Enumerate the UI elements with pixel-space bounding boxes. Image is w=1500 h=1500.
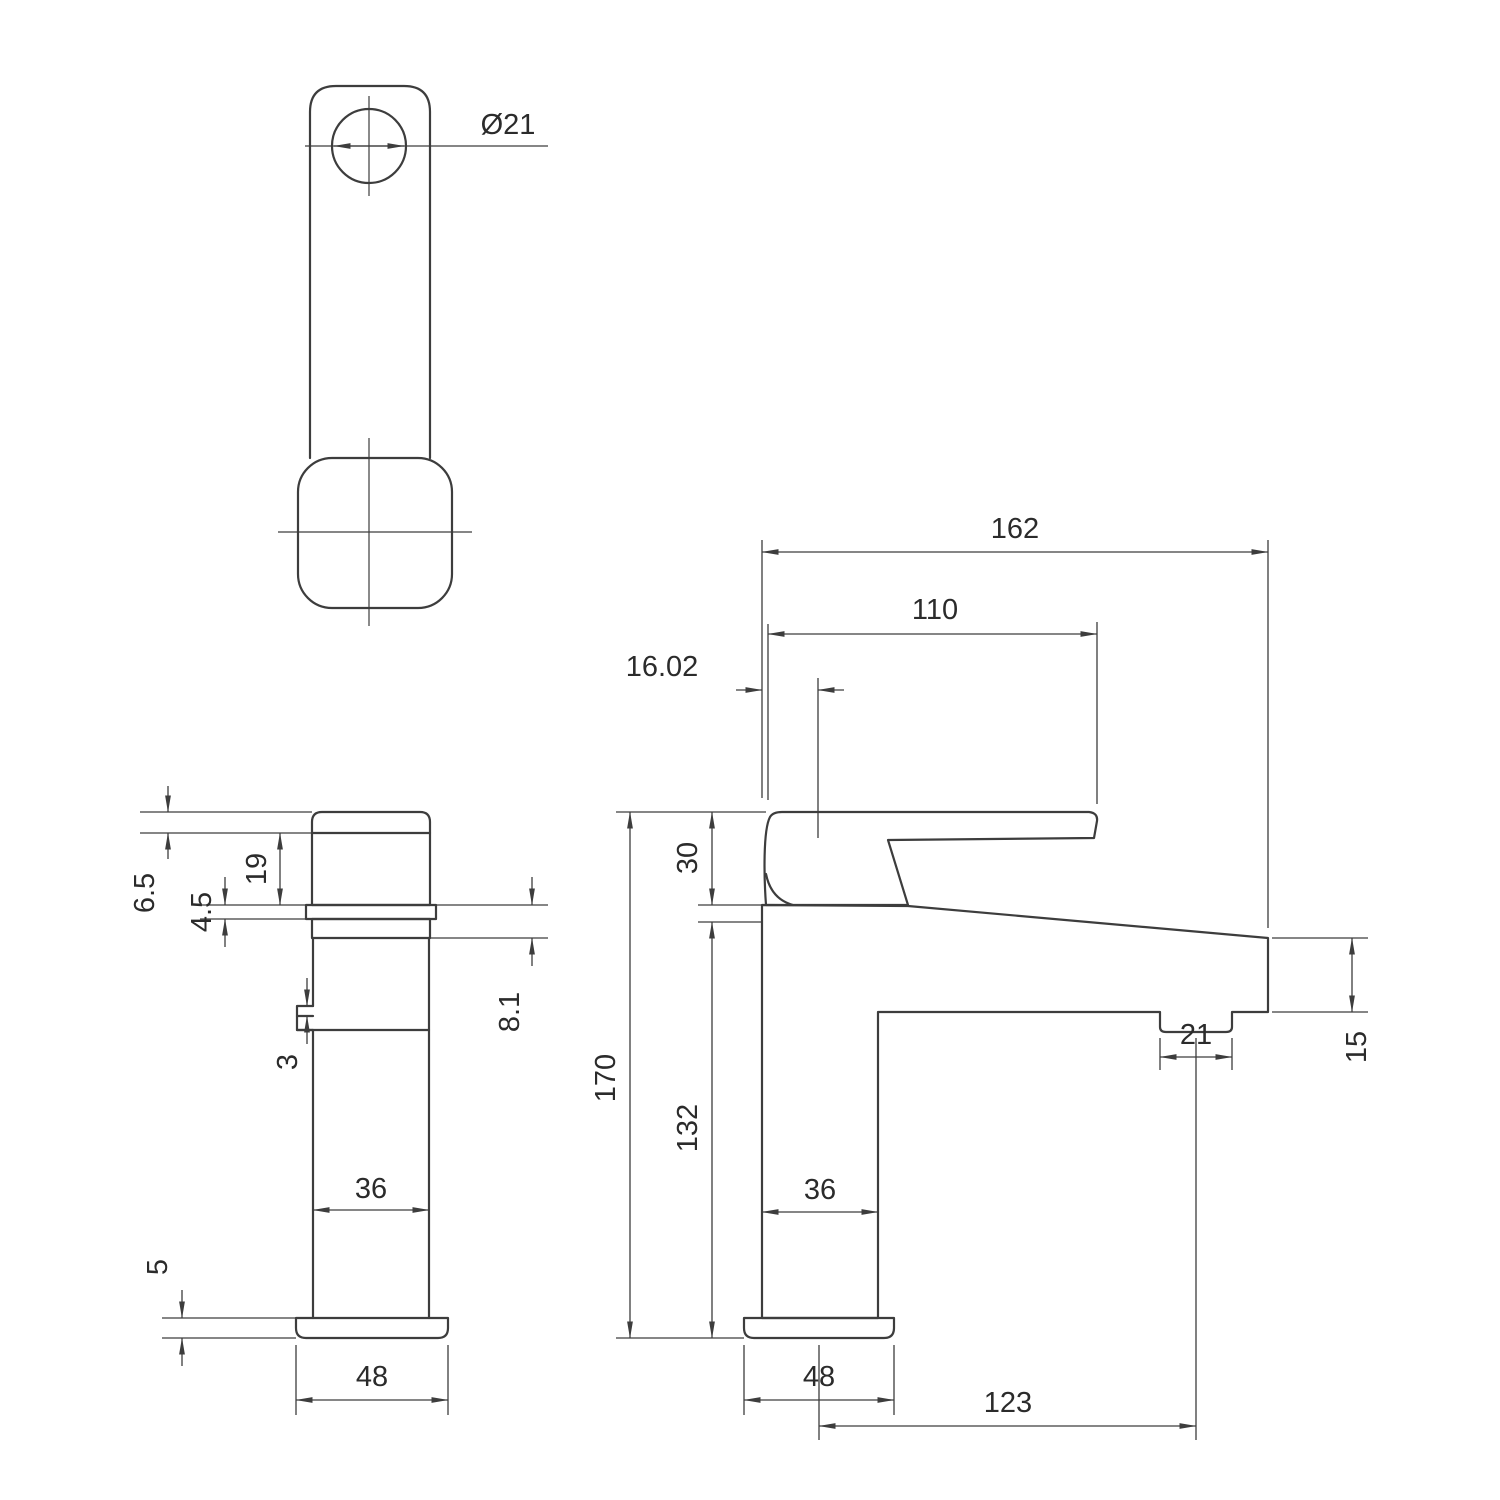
dim-label-spout-tip-height: 15 [1341, 1031, 1373, 1063]
front-view: 6.5 4.5 19 8.1 3 [129, 786, 548, 1415]
dim-spout-tip-height: 15 [1272, 937, 1373, 1063]
dim-handle-height: 19 [241, 832, 283, 906]
dim-label-side-body-width: 36 [804, 1174, 836, 1206]
body-top-outline [296, 456, 454, 610]
dim-label-overall-length: 162 [991, 513, 1039, 545]
dim-handle-length: 110 [767, 594, 1098, 804]
top-view: Ø21 [278, 84, 548, 626]
handle-front-outline [310, 810, 432, 907]
dim-label-flange-height: 8.1 [494, 992, 526, 1032]
body-side-outline [760, 903, 1270, 1320]
dim-handle-cap-height: 6.5 [129, 786, 312, 913]
dim-label-spout-lip-height: 3 [272, 1054, 304, 1070]
dim-label-handle-length: 110 [912, 594, 958, 626]
spout-arm-outline [308, 84, 432, 460]
dim-front-body-width: 36 [312, 1173, 430, 1213]
dim-label-base-plate-height: 5 [142, 1259, 174, 1275]
dim-label-outlet-reach: 123 [984, 1387, 1032, 1419]
base-side-outline [742, 1316, 896, 1340]
dim-label-front-body-width: 36 [355, 1173, 387, 1205]
dim-handle-offset: 16.02 [626, 651, 844, 838]
dim-outlet-reach: 123 [818, 1038, 1197, 1440]
dim-label-spout-underside-height: 132 [672, 1104, 704, 1152]
dim-spout-lip-height: 3 [272, 978, 310, 1070]
dim-flange-height: 8.1 [430, 877, 548, 1032]
base-front-outline [294, 1316, 450, 1340]
dim-label-handle-height: 19 [241, 853, 273, 885]
dim-label-handle-cap-height: 6.5 [129, 873, 161, 913]
handle-side-outline [763, 810, 1099, 907]
dim-label-outlet-diameter: Ø21 [481, 109, 536, 141]
dim-front-base-width: 48 [295, 1345, 449, 1415]
dim-label-front-base-width: 48 [356, 1361, 388, 1393]
dim-overall-length: 162 [761, 513, 1269, 928]
collar-front-outline [310, 917, 432, 940]
flange-front-outline [304, 903, 438, 921]
spout-lip-front [295, 1004, 315, 1032]
dim-base-plate-height: 5 [142, 1259, 296, 1366]
dim-outlet-diameter: Ø21 [333, 109, 536, 149]
dim-label-collar-height: 4.5 [186, 892, 218, 932]
dim-label-overall-height: 170 [590, 1054, 622, 1102]
dim-spout-underside-height: 132 [672, 921, 762, 1339]
dim-collar-height: 4.5 [186, 877, 306, 947]
dim-overall-height: 170 [590, 811, 766, 1339]
dim-label-handle-offset: 16.02 [626, 651, 699, 683]
side-view: 162 110 16.02 30 132 [590, 513, 1373, 1440]
dim-label-handle-block-height: 30 [672, 842, 704, 874]
handle-pivot-arc [764, 872, 795, 907]
dim-side-body-width: 36 [761, 1174, 879, 1215]
dim-handle-block-height: 30 [672, 811, 762, 906]
